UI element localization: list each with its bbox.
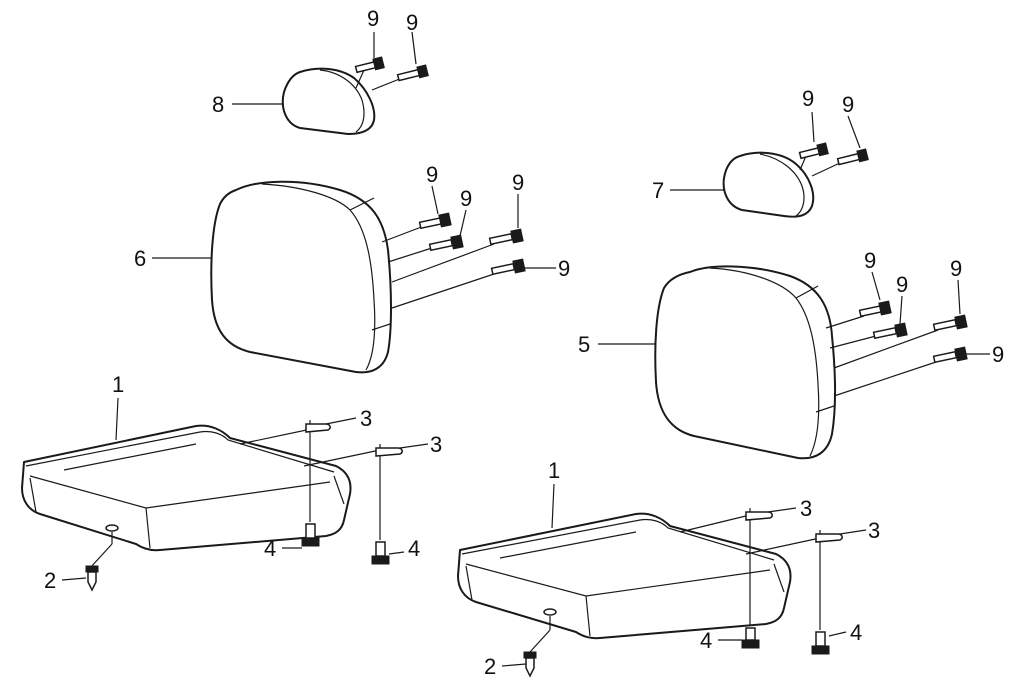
seat-hardware-left	[85, 420, 403, 592]
callout-9-bl-a: 9	[426, 162, 438, 187]
bolt-group-backrest-left	[381, 212, 526, 309]
callout-9-bl-b: 9	[460, 186, 472, 211]
callout-labels: 8 6 7 5 1 1 3 3 3 3 4 4 4 4 2 2 9 9 9 9 …	[44, 6, 1004, 679]
callout-3-left-b: 3	[430, 432, 442, 457]
callout-2-right: 2	[484, 654, 496, 679]
callout-3-right-a: 3	[800, 496, 812, 521]
callout-9-br-c: 9	[950, 256, 962, 281]
callout-1-right: 1	[548, 458, 560, 483]
seat-cushion-left	[21, 424, 352, 552]
callout-9-hr-a: 9	[802, 86, 814, 111]
seat-cushion-right	[457, 512, 792, 640]
callout-4-left-a: 4	[264, 536, 276, 561]
callout-3-left-a: 3	[360, 406, 372, 431]
callout-4-right-a: 4	[700, 628, 712, 653]
callout-9-bl-c: 9	[512, 170, 524, 195]
callout-9-hl-a: 9	[367, 6, 379, 31]
callout-7: 7	[652, 178, 664, 203]
callout-4-right-b: 4	[850, 620, 862, 645]
callout-9-hr-b: 9	[842, 92, 854, 117]
callout-8: 8	[212, 92, 224, 117]
backrest-right	[654, 265, 836, 460]
seat-hardware-right	[523, 508, 843, 678]
callout-9-bl-d: 9	[558, 256, 570, 281]
callout-6: 6	[134, 246, 146, 271]
callout-leaders	[61, 31, 990, 667]
callout-4-left-b: 4	[408, 536, 420, 561]
backrest-left	[210, 180, 392, 374]
callout-9-hl-b: 9	[406, 10, 418, 35]
callout-1-left: 1	[112, 372, 124, 397]
callout-2-left: 2	[44, 568, 56, 593]
callout-9-br-b: 9	[896, 272, 908, 297]
headrest-right	[722, 151, 815, 218]
bolt-group-backrest-right	[825, 300, 968, 397]
bolt-group-headrest-right	[798, 142, 869, 177]
callout-9-br-d: 9	[992, 342, 1004, 367]
callout-5: 5	[578, 332, 590, 357]
headrest-left	[281, 67, 376, 135]
callout-3-right-b: 3	[868, 518, 880, 543]
bolt-group-headrest-left	[354, 56, 429, 91]
callout-9-br-a: 9	[864, 248, 876, 273]
